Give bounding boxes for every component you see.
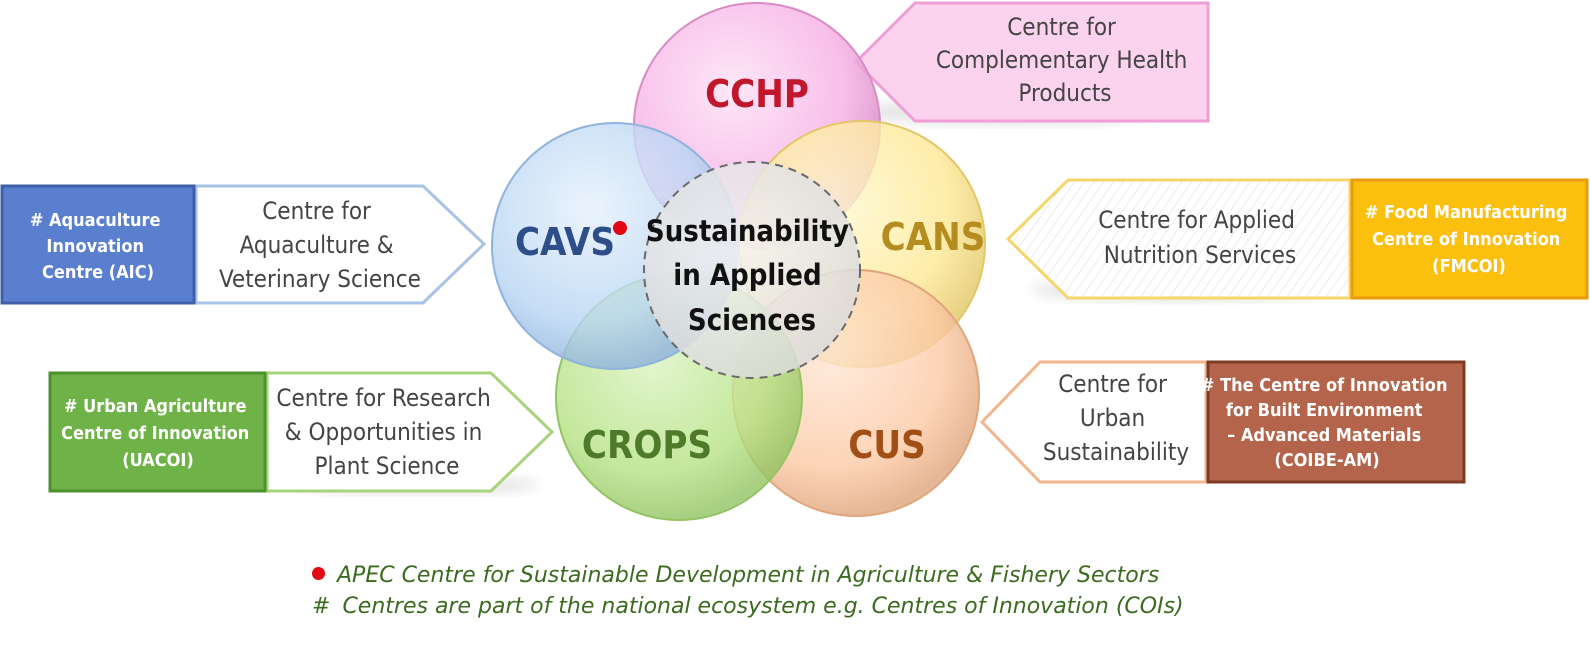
badge-aic-line: # Aquaculture	[30, 210, 161, 231]
badge-uacoi-line: Centre of Innovation	[61, 423, 249, 444]
badge-coibeam-text: # The Centre of Innovation for Built Env…	[1201, 375, 1453, 471]
callout-cus-line: Urban	[1080, 404, 1145, 432]
callout-cavs-line: Aquaculture &	[240, 231, 394, 259]
center-title-line: in Applied	[673, 258, 821, 292]
apec-marker-dot	[613, 221, 627, 235]
badge-aic: # Aquaculture Innovation Centre (AIC)	[0, 184, 196, 305]
badge-aic-box	[0, 184, 196, 305]
callout-cchp-line: Complementary Health	[936, 46, 1187, 74]
callout-cavs: Centre for Aquaculture & Veterinary Scie…	[194, 184, 487, 305]
label-crops: CROPS	[582, 423, 712, 467]
badge-fmcoi-box	[1350, 178, 1589, 300]
callout-cchp-line: Products	[1018, 79, 1111, 107]
badge-uacoi-line: # Urban Agriculture	[64, 396, 247, 417]
callout-cavs-line: Centre for	[262, 197, 371, 225]
badge-coibeam-line: (COIBE-AM)	[1274, 450, 1379, 471]
badge-coibeam-box	[1206, 360, 1466, 484]
badge-fmcoi: # Food Manufacturing Centre of Innovatio…	[1350, 178, 1589, 300]
badge-fmcoi-line: # Food Manufacturing	[1365, 202, 1568, 223]
badge-uacoi-text: # Urban Agriculture Centre of Innovation…	[61, 396, 255, 471]
callout-crops-text: Centre for Research & Opportunities in P…	[276, 384, 497, 480]
callout-crops: Centre for Research & Opportunities in P…	[265, 371, 555, 493]
legend-coi-text: Centres are part of the national ecosyst…	[342, 594, 1184, 619]
badge-fmcoi-line: (FMCOI)	[1432, 256, 1506, 277]
badge-aic-line: Centre (AIC)	[42, 262, 154, 283]
badge-uacoi-box	[48, 371, 267, 493]
callout-cans-line: Nutrition Services	[1104, 241, 1296, 269]
callout-cavs-text: Centre for Aquaculture & Veterinary Scie…	[219, 197, 421, 293]
badge-coibeam: # The Centre of Innovation for Built Env…	[1201, 360, 1466, 484]
callout-cchp-line: Centre for	[1007, 13, 1116, 41]
callout-cchp: Centre for Complementary Health Products	[853, 1, 1210, 123]
legend: APEC Centre for Sustainable Development …	[312, 560, 1184, 622]
badge-coibeam-line: # The Centre of Innovation	[1201, 375, 1448, 396]
badge-fmcoi-text: # Food Manufacturing Centre of Innovatio…	[1365, 202, 1573, 277]
badge-uacoi-line: (UACOI)	[122, 450, 194, 471]
callout-crops-line: Plant Science	[315, 452, 460, 480]
legend-coi-row: # Centres are part of the national ecosys…	[312, 591, 1184, 622]
legend-apec-row: APEC Centre for Sustainable Development …	[312, 560, 1184, 591]
red-dot-icon	[312, 567, 325, 580]
center-title-line: Sciences	[688, 303, 816, 337]
center-title-line: Sustainability	[646, 214, 849, 248]
badge-coibeam-line: for Built Environment	[1226, 400, 1423, 421]
circle-center	[643, 161, 861, 379]
badge-aic-text: # Aquaculture Innovation Centre (AIC)	[30, 210, 166, 283]
hash-symbol: #	[312, 594, 331, 619]
callout-cchp-text: Centre for Complementary Health Products	[936, 13, 1194, 107]
callout-cus: Centre for Urban Sustainability	[979, 360, 1208, 484]
callout-cus-line: Centre for	[1058, 370, 1167, 398]
badge-fmcoi-line: Centre of Innovation	[1372, 229, 1560, 250]
callout-cus-text: Centre for Urban Sustainability	[1043, 370, 1189, 466]
callout-crops-line: Centre for Research	[276, 384, 490, 412]
callout-cans-line: Centre for Applied	[1098, 206, 1295, 234]
label-cans: CANS	[881, 215, 986, 259]
callout-cavs-line: Veterinary Science	[219, 265, 421, 293]
label-cavs: CAVS	[515, 220, 615, 264]
legend-apec-text: APEC Centre for Sustainable Development …	[337, 563, 1160, 588]
badge-uacoi: # Urban Agriculture Centre of Innovation…	[48, 371, 267, 493]
badge-coibeam-line: – Advanced Materials	[1227, 425, 1421, 446]
callout-cans-text: Centre for Applied Nutrition Services	[1098, 206, 1302, 269]
callout-cans: Centre for Applied Nutrition Services	[1005, 178, 1352, 300]
badge-aic-line: Innovation	[46, 236, 144, 257]
callout-crops-line: & Opportunities in	[285, 418, 483, 446]
venn-group	[491, 2, 986, 521]
callout-cus-line: Sustainability	[1043, 438, 1189, 466]
center-title: Sustainability in Applied Sciences	[646, 214, 858, 337]
label-cus: CUS	[848, 423, 925, 467]
label-cchp: CCHP	[705, 72, 809, 116]
